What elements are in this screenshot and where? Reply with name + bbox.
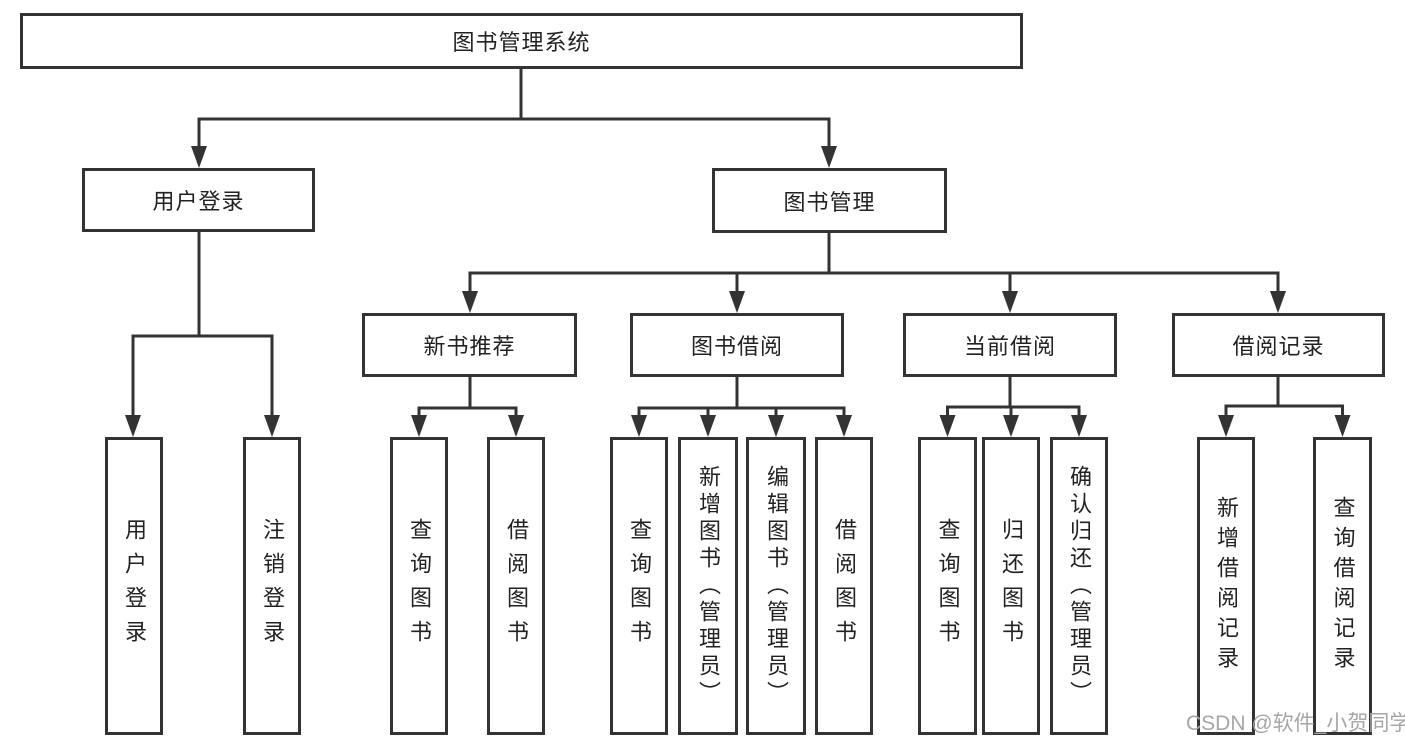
leaf-confirm-return-admin: 确认归还（管理员） [1050, 437, 1108, 735]
leaf-add-borrow-record: 新增借阅记录 [1197, 437, 1255, 735]
node-current-borrow-label: 当前借阅 [963, 334, 1056, 359]
leaf-borrow-books-label: 借阅图书 [832, 518, 857, 654]
leaf-query-books-recommend-label: 查询图书 [407, 518, 432, 654]
leaf-confirm-return-admin-label: 确认归还（管理员） [1067, 464, 1092, 708]
leaf-query-books-borrow: 查询图书 [610, 437, 668, 735]
leaf-query-borrow-record-label: 查询借阅记录 [1330, 496, 1356, 676]
connector-lines [131, 69, 1344, 417]
node-user-login: 用户登录 [82, 168, 315, 232]
node-book-management: 图书管理 [712, 168, 947, 233]
csdn-watermark: CSDN @软件_小贺同学 [1186, 712, 1405, 735]
leaf-return-books-label: 归还图书 [999, 518, 1024, 654]
node-new-book-recommend-label: 新书推荐 [423, 334, 516, 359]
leaf-edit-books-admin-label: 编辑图书（管理员） [764, 464, 789, 708]
leaf-borrow-books: 借阅图书 [815, 437, 873, 735]
node-book-borrow: 图书借阅 [630, 313, 844, 377]
leaf-borrow-books-recommend: 借阅图书 [487, 437, 545, 735]
leaf-query-books-recommend: 查询图书 [390, 437, 448, 735]
leaf-query-books-current: 查询图书 [918, 437, 977, 735]
leaf-user-login: 用户登录 [105, 437, 163, 735]
root-node-library-system: 图书管理系统 [20, 13, 1023, 69]
leaf-add-books-admin-label: 新增图书（管理员） [696, 464, 721, 708]
node-book-management-label: 图书管理 [783, 189, 876, 215]
node-current-borrow: 当前借阅 [903, 313, 1117, 377]
leaf-add-borrow-record-label: 新增借阅记录 [1214, 496, 1239, 676]
node-book-borrow-label: 图书借阅 [690, 334, 783, 359]
node-borrow-records-label: 借阅记录 [1232, 334, 1325, 359]
leaf-return-books: 归还图书 [982, 437, 1040, 735]
arrow-down-icons [125, 146, 1351, 437]
leaf-query-borrow-record: 查询借阅记录 [1313, 437, 1372, 735]
root-node-label: 图书管理系统 [452, 30, 591, 55]
leaf-query-books-borrow-label: 查询图书 [627, 518, 652, 654]
node-borrow-records: 借阅记录 [1172, 313, 1385, 377]
node-user-login-label: 用户登录 [152, 189, 245, 214]
leaf-query-books-current-label: 查询图书 [935, 518, 961, 654]
leaf-add-books-admin: 新增图书（管理员） [678, 437, 738, 735]
leaf-borrow-books-recommend-label: 借阅图书 [504, 518, 529, 654]
leaf-user-login-label: 用户登录 [122, 518, 147, 654]
leaf-logout-label: 注销登录 [260, 518, 285, 654]
leaf-logout: 注销登录 [243, 437, 301, 735]
node-new-book-recommend: 新书推荐 [362, 313, 577, 377]
leaf-edit-books-admin: 编辑图书（管理员） [746, 437, 806, 735]
